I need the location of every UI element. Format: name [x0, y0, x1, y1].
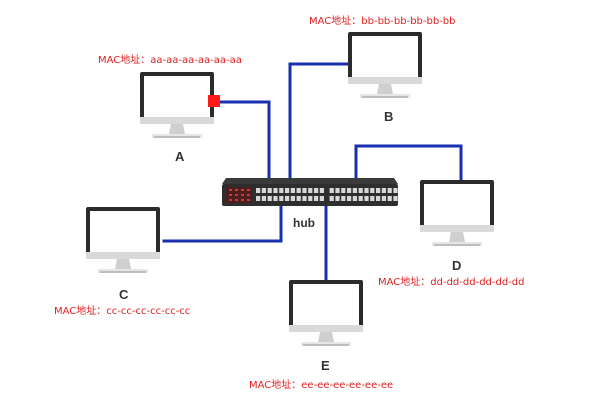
computer-d	[420, 180, 494, 246]
computer-b	[348, 32, 422, 98]
node-label-b: B	[384, 109, 394, 124]
cables	[162, 62, 463, 284]
mac-address-e: MAC地址：ee-ee-ee-ee-ee-ee	[249, 376, 393, 391]
hub-port	[387, 188, 392, 193]
hub-port	[358, 188, 363, 193]
hub-port	[267, 188, 272, 193]
hub-port	[335, 188, 340, 193]
hub-label: hub	[293, 216, 315, 230]
node-label-d: D	[452, 258, 462, 273]
hub-port	[279, 188, 284, 193]
hub-port	[387, 196, 392, 201]
hub-port	[335, 196, 340, 201]
hub-port	[314, 196, 319, 201]
hub-port	[279, 196, 284, 201]
hub-port	[370, 196, 375, 201]
hub-port	[290, 188, 295, 193]
mac-value: cc-cc-cc-cc-cc-cc	[106, 306, 191, 317]
mac-value: bb-bb-bb-bb-bb-bb	[361, 16, 456, 27]
node-label-e: E	[321, 358, 330, 373]
node-label-c: C	[119, 287, 129, 302]
port-a-indicator	[208, 95, 220, 107]
computer-e	[289, 280, 363, 346]
mac-value: ee-ee-ee-ee-ee-ee	[301, 380, 394, 391]
hub-port	[302, 196, 307, 201]
hub-port	[381, 188, 386, 193]
hub-port	[376, 188, 381, 193]
hub-port	[347, 196, 352, 201]
mac-address-d: MAC地址：dd-dd-dd-dd-dd-dd	[378, 273, 525, 288]
hub-port	[358, 196, 363, 201]
mac-address-c: MAC地址：cc-cc-cc-cc-cc-cc	[54, 302, 190, 317]
hub-port	[285, 196, 290, 201]
hub-port	[352, 188, 357, 193]
hub-port	[308, 188, 313, 193]
cable-d	[354, 144, 463, 182]
hub-port	[341, 196, 346, 201]
mac-prefix: MAC地址：	[378, 277, 431, 288]
hub-port	[256, 188, 261, 193]
hub-port	[319, 188, 324, 193]
hub-port	[319, 196, 324, 201]
hub-port	[256, 196, 261, 201]
node-label-a: A	[175, 149, 185, 164]
mac-prefix: MAC地址：	[54, 306, 107, 317]
hub-port	[341, 188, 346, 193]
hub-port	[329, 188, 334, 193]
hub-port	[364, 188, 369, 193]
mac-value: dd-dd-dd-dd-dd-dd	[430, 277, 525, 288]
mac-prefix: MAC地址：	[98, 55, 151, 66]
computer-c	[86, 207, 160, 273]
hub-port	[296, 188, 301, 193]
hub-port	[393, 196, 398, 201]
hub-port	[267, 196, 272, 201]
hub-port	[370, 188, 375, 193]
hub-port	[381, 196, 386, 201]
hub-port	[302, 188, 307, 193]
hub-port	[347, 188, 352, 193]
hub-port	[393, 188, 398, 193]
mac-prefix: MAC地址：	[249, 380, 302, 391]
cable-b	[288, 62, 354, 180]
hub-port	[261, 196, 266, 201]
hub-port	[296, 196, 301, 201]
mac-value: aa-aa-aa-aa-aa-aa	[150, 55, 242, 66]
cable-c	[162, 203, 283, 243]
hub-port	[376, 196, 381, 201]
mac-address-a: MAC地址：aa-aa-aa-aa-aa-aa	[98, 51, 242, 66]
hub-port	[290, 196, 295, 201]
hub-port	[364, 196, 369, 201]
hub-port	[308, 196, 313, 201]
mac-address-b: MAC地址：bb-bb-bb-bb-bb-bb	[309, 12, 456, 27]
hub-port	[273, 188, 278, 193]
hub-port	[261, 188, 266, 193]
hub-port	[314, 188, 319, 193]
hub-port	[329, 196, 334, 201]
computer-a	[140, 72, 214, 138]
cable-a	[212, 100, 271, 180]
mac-prefix: MAC地址：	[309, 16, 362, 27]
hub-port	[352, 196, 357, 201]
hub-port	[285, 188, 290, 193]
hub-device	[222, 178, 398, 206]
hub-port	[273, 196, 278, 201]
